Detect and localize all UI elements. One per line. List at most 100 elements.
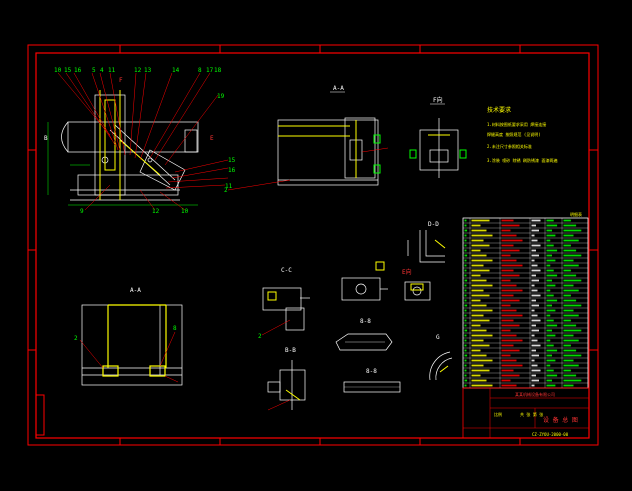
bom-cell-text (563, 249, 577, 252)
bom-cell-text (563, 349, 577, 352)
callout-15: 15 (64, 67, 72, 74)
bom-cell-text (464, 274, 467, 277)
bom-cell-text (563, 299, 577, 302)
callout-bottom-12: 12 (152, 208, 160, 215)
bom-cell-text (471, 239, 484, 242)
bom-cell-text (563, 364, 579, 367)
bom-cell-text (546, 319, 554, 322)
bom-cell-text (464, 259, 467, 262)
bom-cell-text (546, 239, 551, 242)
bom-cell-text (531, 234, 535, 237)
bom-cell-text (471, 259, 493, 262)
bom-cell-text (563, 314, 579, 317)
callout-right-11: 11 (225, 183, 233, 190)
bom-cell-text (531, 254, 539, 257)
bom-cell-text (531, 339, 538, 342)
bom-cell-text (501, 279, 511, 282)
bom-cell-text (464, 339, 467, 342)
bom-cell-text (464, 334, 467, 337)
bom-cell-text (464, 349, 467, 352)
bom-cell-text (464, 379, 468, 382)
callout-right-15: 15 (228, 157, 236, 164)
bom-cell-text (563, 279, 582, 282)
bom-cell-text (531, 264, 538, 267)
bom-cell-text (471, 309, 493, 312)
section-aa-lower: A-A 2 8 (74, 287, 183, 386)
bom-cell-text (531, 289, 538, 292)
section-aa-top: A-A 2 (224, 85, 389, 194)
bom-cell-text (563, 334, 574, 337)
bom-cell-text (501, 369, 514, 372)
bom-cell-text (501, 364, 523, 367)
section-8: 8-8 (335, 318, 393, 351)
bom-cell-text (471, 224, 481, 227)
callout-8: 8 (198, 67, 202, 74)
bom-cell-text (531, 364, 538, 367)
bom-cell-text (546, 234, 556, 237)
bom-table: 明细表 (462, 211, 589, 389)
bom-cell-text (471, 364, 484, 367)
bom-cell-text (501, 274, 520, 277)
bom-cell-text (546, 289, 551, 292)
bom-cell-text (501, 244, 514, 247)
bom-cell-text (471, 279, 487, 282)
section-d-title: D-D (428, 221, 439, 228)
bom-cell-text (501, 239, 523, 242)
bom-cell-text (531, 299, 536, 302)
bom-cell-text (471, 304, 487, 307)
bom-cell-text (546, 354, 552, 357)
callout-18: 18 (214, 67, 222, 74)
bom-cell-text (501, 344, 514, 347)
view-f: F向 (409, 96, 467, 178)
section-cc: C-C 2 (258, 267, 310, 340)
bom-cell-text (546, 359, 556, 362)
bom-cell-text (546, 374, 558, 377)
section-bb-title: B-B (285, 347, 296, 354)
bom-cell-text (471, 334, 493, 337)
bom-cell-text (563, 274, 577, 277)
bom-cell-text (464, 304, 468, 307)
bom-cell-text (464, 369, 467, 372)
bom-cell-text (464, 364, 467, 367)
callout-17: 17 (206, 67, 214, 74)
bom-cell-text (531, 259, 535, 262)
section-cc-callout: 2 (258, 333, 262, 340)
bom-cell-text (563, 224, 577, 227)
bom-cell-text (546, 249, 558, 252)
label-left-B: B (44, 135, 48, 142)
bom-cell-text (501, 229, 511, 232)
bom-cell-text (531, 314, 538, 317)
bom-cell-text (464, 234, 467, 237)
bom-cell-text (471, 234, 493, 237)
bom-cell-text (531, 334, 535, 337)
bom-cell-text (471, 344, 490, 347)
bom-cell-text (501, 224, 520, 227)
bom-cell-text (464, 354, 468, 357)
bom-cell-text (546, 344, 554, 347)
bom-cell-text (464, 224, 467, 227)
bom-cell-text (464, 319, 467, 322)
bom-cell-text (471, 249, 481, 252)
callout-10: 10 (54, 67, 62, 74)
bom-cell-text (563, 344, 571, 347)
bom-cell-text (546, 219, 554, 222)
bom-cell-text (563, 264, 579, 267)
svg-text:8-8: 8-8 (366, 368, 377, 375)
company-name: 某某机械设备有限公司 (515, 391, 555, 397)
bom-cell-text (471, 314, 484, 317)
bom-cell-text (546, 349, 558, 352)
callout-13: 13 (144, 67, 152, 74)
bom-cell-text (501, 324, 520, 327)
bom-cell-text (464, 329, 468, 332)
section-aa-callout: 2 (224, 187, 228, 194)
scale-label: 比例 (494, 411, 502, 417)
bom-cell-text (471, 349, 481, 352)
bom-cell-text (501, 249, 520, 252)
bom-cell-text (531, 319, 541, 322)
technical-notes: 技术要求 1.材料按图纸要求采用 焊接连接 焊缝高度 按照规范 (见说明) 2.… (487, 106, 557, 163)
bom-cell-text (531, 249, 536, 252)
bom-cell-text (471, 264, 484, 267)
bom-cell-text (546, 364, 551, 367)
bom-cell-text (531, 294, 541, 297)
